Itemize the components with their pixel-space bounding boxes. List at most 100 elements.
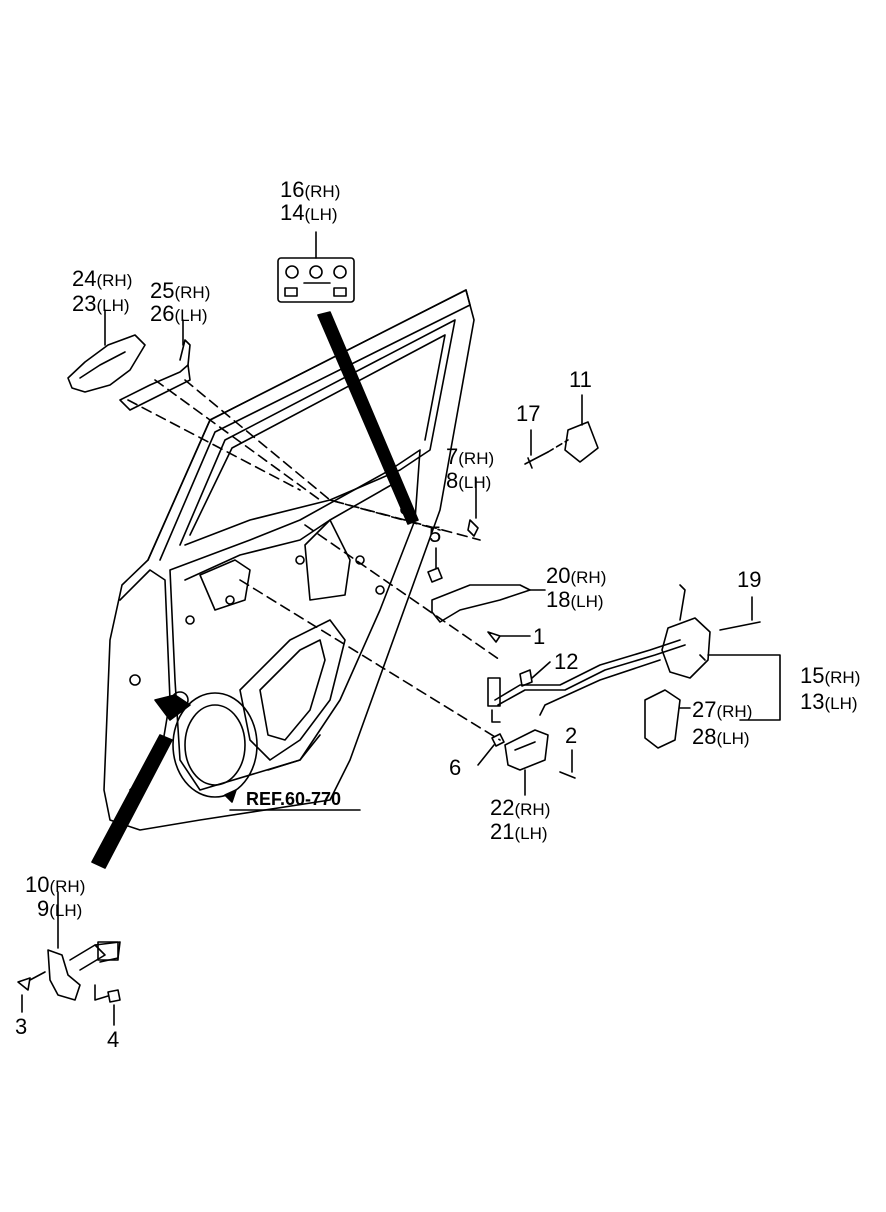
door-panel-outline (103, 289, 475, 831)
callout-12: 12 (554, 651, 578, 673)
callout-21-side: (LH) (514, 824, 548, 843)
callout-28-number: 28 (692, 724, 717, 749)
callout-5-number: 5 (429, 522, 442, 547)
callout-19-number: 19 (737, 567, 762, 592)
screw-4 (107, 989, 121, 1003)
callout-21-number: 21 (490, 819, 515, 844)
callout-18-number: 18 (546, 587, 571, 612)
reference-label: REF.60-770 (246, 789, 342, 809)
callout-23-number: 23 (72, 291, 97, 316)
callout-17-number: 17 (516, 401, 541, 426)
callout-6: 6 (449, 757, 461, 779)
callout-25: 25(RH) (150, 280, 210, 302)
callout-16: 16(RH) (280, 179, 340, 201)
callout-18-side: (LH) (570, 592, 604, 611)
callout-25-number: 25 (150, 278, 175, 303)
inner-panel (169, 449, 421, 791)
callout-16-number: 16 (280, 177, 305, 202)
callout-19: 19 (737, 569, 761, 591)
inside-handle (504, 729, 549, 771)
label-leader-band (317, 311, 419, 525)
lock-actuator-27-28 (644, 689, 681, 749)
callout-3: 3 (15, 1016, 27, 1038)
callout-13-number: 13 (800, 689, 825, 714)
callout-8-side: (LH) (458, 473, 492, 492)
callout-23: 23(LH) (72, 293, 130, 315)
screw-17 (524, 451, 549, 469)
callout-16-side: (RH) (304, 182, 341, 201)
callout-10-number: 10 (25, 872, 50, 897)
callout-9: 9(LH) (37, 898, 82, 920)
callout-27-number: 27 (692, 697, 717, 722)
callout-28-side: (LH) (716, 729, 750, 748)
callout-24-side: (RH) (96, 271, 133, 290)
clip-7-8 (467, 519, 479, 537)
callout-24-number: 24 (72, 266, 97, 291)
callout-27: 27(RH) (692, 699, 752, 721)
callout-7-side: (RH) (458, 449, 495, 468)
bolt-5 (427, 567, 443, 583)
callout-9-side: (LH) (49, 901, 83, 920)
callout-11-number: 11 (569, 367, 592, 392)
callout-21: 21(LH) (490, 821, 548, 843)
callout-12-number: 12 (554, 649, 579, 674)
callout-20: 20(RH) (546, 565, 606, 587)
callout-5: 5 (429, 524, 441, 546)
callout-22-side: (RH) (514, 800, 551, 819)
door-lock-actuator (661, 617, 711, 679)
callout-7: 7(RH) (446, 446, 494, 468)
callout-1-number: 1 (533, 624, 546, 649)
window-frame (147, 289, 471, 561)
callout-11: 11 (569, 369, 592, 391)
clip-6 (491, 733, 505, 747)
door-checker (47, 949, 81, 1001)
callout-26-side: (LH) (174, 306, 208, 325)
callout-14-number: 14 (280, 200, 305, 225)
callout-20-side: (RH) (570, 568, 607, 587)
callout-22: 22(RH) (490, 797, 550, 819)
lock-striker-bracket (564, 421, 599, 463)
callout-15: 15(RH) (800, 665, 860, 687)
callout-28: 28(LH) (692, 726, 750, 748)
callout-14: 14(LH) (280, 202, 338, 224)
callout-10-side: (RH) (49, 877, 86, 896)
callout-8-number: 8 (446, 468, 459, 493)
outside-handle (67, 334, 146, 393)
screw-2 (559, 771, 576, 779)
callout-14-side: (LH) (304, 205, 338, 224)
callout-20-number: 20 (546, 563, 571, 588)
callout-1: 1 (533, 626, 545, 648)
callout-2-number: 2 (565, 723, 578, 748)
callout-8: 8(LH) (446, 470, 491, 492)
actuator-cable (494, 639, 681, 701)
callout-23-side: (LH) (96, 296, 130, 315)
handle-bracket (119, 364, 191, 411)
callout-18: 18(LH) (546, 589, 604, 611)
callout-26: 26(LH) (150, 303, 208, 325)
callout-25-side: (RH) (174, 283, 211, 302)
bolt-1 (487, 631, 531, 643)
callout-15-number: 15 (800, 663, 825, 688)
callout-24: 24(RH) (72, 268, 132, 290)
callout-3-number: 3 (15, 1014, 28, 1039)
callout-22-number: 22 (490, 795, 515, 820)
callout-17: 17 (516, 403, 540, 425)
callout-27-side: (RH) (716, 702, 753, 721)
callout-10: 10(RH) (25, 874, 85, 896)
callout-6-number: 6 (449, 755, 462, 780)
callout-13: 13(LH) (800, 691, 858, 713)
callout-15-side: (RH) (824, 668, 861, 687)
bracket-18-20 (431, 584, 531, 623)
checker-leader-band (91, 734, 173, 869)
callout-9-number: 9 (37, 896, 50, 921)
callout-7-number: 7 (446, 444, 459, 469)
callout-4-number: 4 (107, 1027, 120, 1052)
callout-2: 2 (565, 725, 577, 747)
ref-arrow (224, 789, 237, 803)
screw-3 (17, 971, 46, 991)
screw-19 (719, 621, 761, 631)
callout-13-side: (LH) (824, 694, 858, 713)
callout-4: 4 (107, 1029, 119, 1051)
callout-26-number: 26 (150, 301, 175, 326)
